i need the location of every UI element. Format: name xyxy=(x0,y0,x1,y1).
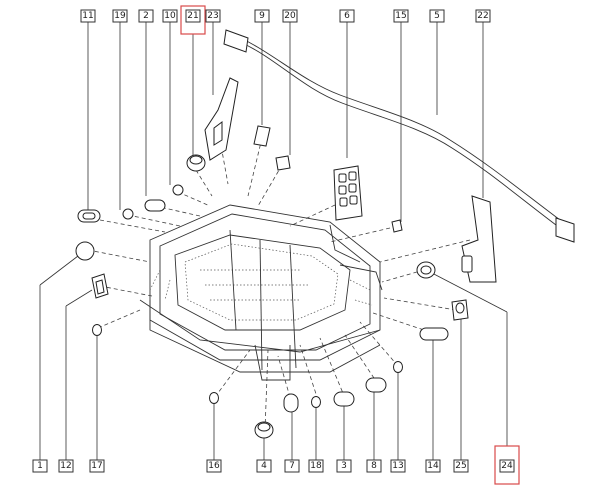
svg-text:2: 2 xyxy=(143,11,149,21)
svg-text:15: 15 xyxy=(395,11,406,21)
callout-20: 20 xyxy=(282,9,298,23)
callout-6: 6 xyxy=(339,9,355,23)
callouts-bottom: 1 12 17 16 4 7 18 3 8 13 14 25 24 xyxy=(32,445,520,485)
part-grille-6 xyxy=(333,165,363,221)
front-subframe xyxy=(139,204,383,381)
part-clip-9 xyxy=(253,125,271,147)
callout-14: 14 xyxy=(425,459,441,473)
assembly-dashed-lines xyxy=(87,137,471,431)
callout-16: 16 xyxy=(206,459,222,473)
callout-11: 11 xyxy=(80,9,96,23)
part-cable-5 xyxy=(231,33,561,221)
callout-9: 9 xyxy=(254,9,270,23)
svg-text:18: 18 xyxy=(310,461,322,471)
callouts-top: 11 19 2 10 21 23 9 20 6 15 5 22 xyxy=(80,5,491,35)
callout-25: 25 xyxy=(453,459,469,473)
callout-1: 1 xyxy=(32,459,48,473)
svg-text:5: 5 xyxy=(434,11,440,21)
svg-text:22: 22 xyxy=(477,11,488,21)
parts xyxy=(75,29,575,439)
callout-5: 5 xyxy=(429,9,445,23)
part-ring-19 xyxy=(122,208,134,220)
svg-text:16: 16 xyxy=(208,461,220,471)
part-oval-8 xyxy=(365,377,387,393)
part-oval-3 xyxy=(333,391,355,407)
callout-24-highlighted: 24 xyxy=(494,445,520,485)
svg-text:20: 20 xyxy=(284,11,296,21)
callout-4: 4 xyxy=(256,459,272,473)
svg-text:9: 9 xyxy=(259,11,265,21)
part-grommet-7 xyxy=(283,393,299,413)
callout-2: 2 xyxy=(138,9,154,23)
svg-text:8: 8 xyxy=(371,461,377,471)
svg-text:12: 12 xyxy=(60,461,71,471)
part-grommet-1 xyxy=(75,241,95,261)
svg-text:1: 1 xyxy=(37,461,43,471)
callout-7: 7 xyxy=(284,459,300,473)
svg-text:7: 7 xyxy=(289,461,295,471)
svg-text:4: 4 xyxy=(261,461,267,471)
svg-text:24: 24 xyxy=(501,461,513,471)
svg-text:25: 25 xyxy=(455,461,466,471)
svg-text:6: 6 xyxy=(344,11,350,21)
callout-19: 19 xyxy=(112,9,128,23)
leader-lines xyxy=(39,21,508,460)
callout-12: 12 xyxy=(58,459,74,473)
svg-text:17: 17 xyxy=(91,461,102,471)
svg-text:11: 11 xyxy=(82,11,93,21)
callout-15: 15 xyxy=(393,9,409,23)
svg-text:14: 14 xyxy=(427,461,439,471)
part-small-17 xyxy=(92,324,102,336)
callout-10: 10 xyxy=(162,9,178,23)
part-oval-2 xyxy=(144,199,166,212)
callout-13: 13 xyxy=(390,459,406,473)
callout-3: 3 xyxy=(336,459,352,473)
svg-text:23: 23 xyxy=(207,11,218,21)
part-ring-10 xyxy=(172,184,184,196)
part-bracket-23 xyxy=(204,77,239,161)
svg-text:3: 3 xyxy=(341,461,347,471)
part-small-18 xyxy=(311,396,321,408)
callout-21-highlighted: 21 xyxy=(180,5,206,35)
callout-18: 18 xyxy=(308,459,324,473)
svg-text:19: 19 xyxy=(114,11,126,21)
svg-text:13: 13 xyxy=(392,461,403,471)
part-small-16 xyxy=(209,392,219,404)
callout-22: 22 xyxy=(475,9,491,23)
callout-23: 23 xyxy=(205,9,221,23)
callout-8: 8 xyxy=(366,459,382,473)
part-plug-15 xyxy=(391,219,403,233)
part-small-13 xyxy=(393,361,403,373)
part-oval-14 xyxy=(419,327,449,341)
part-block-20 xyxy=(275,155,291,171)
svg-text:10: 10 xyxy=(164,11,176,21)
svg-text:21: 21 xyxy=(187,11,198,21)
callout-17: 17 xyxy=(89,459,105,473)
